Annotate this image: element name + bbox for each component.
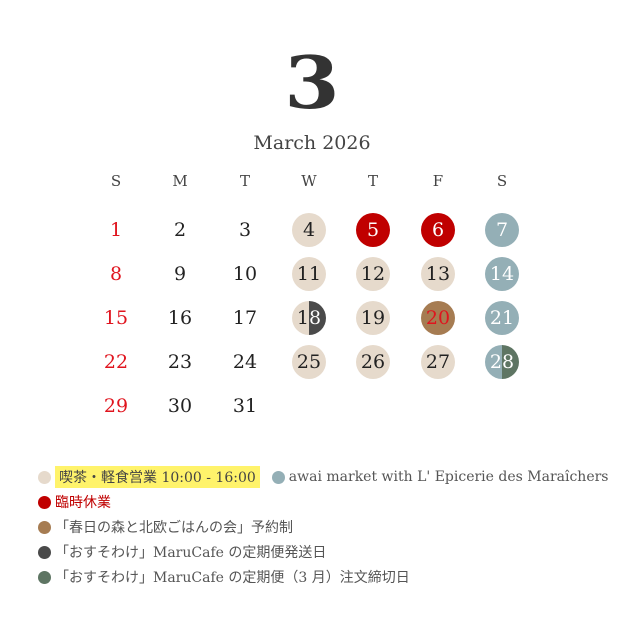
- day-number: 15: [103, 307, 129, 329]
- legend-closed: 臨時休業: [38, 492, 111, 512]
- day-number: 27: [425, 351, 451, 373]
- legend-dot-icon: [271, 470, 285, 484]
- legend-dot-icon: [38, 520, 51, 534]
- calendar-day: 19: [356, 301, 390, 335]
- day-number: 28: [489, 351, 515, 373]
- calendar-day: 14: [485, 257, 519, 291]
- day-number: 1: [109, 219, 123, 241]
- day-number: 26: [360, 351, 386, 373]
- legend-dot-icon: [38, 495, 51, 509]
- day-number: 10: [232, 263, 258, 285]
- day-number: 19: [360, 307, 386, 329]
- legend-dot-icon: [38, 570, 51, 584]
- calendar-day: 26: [356, 345, 390, 379]
- legend-label: 臨時休業: [55, 495, 111, 511]
- day-number: 17: [232, 307, 258, 329]
- calendar-day: 3: [228, 213, 262, 247]
- day-number: 11: [296, 263, 322, 285]
- legend-dot-icon: [38, 545, 51, 559]
- month-title: March 2026: [253, 132, 371, 154]
- day-number: 9: [173, 263, 187, 285]
- legend-label: 「おすそわけ」MaruCafe の定期便（3 月）注文締切日: [55, 570, 410, 586]
- calendar-day: 6: [421, 213, 455, 247]
- day-number: 31: [232, 395, 258, 417]
- legend-label: awai market with L' Epicerie des Maraîch…: [288, 469, 609, 485]
- day-number: 13: [425, 263, 451, 285]
- calendar-day: 4: [292, 213, 326, 247]
- calendar-day: 7: [485, 213, 519, 247]
- legend-label: 「おすそわけ」MaruCafe の定期便発送日: [55, 545, 327, 561]
- calendar-day: 1: [99, 213, 133, 247]
- day-number: 29: [103, 395, 129, 417]
- calendar-day: 17: [228, 301, 262, 335]
- day-number: 7: [495, 219, 509, 241]
- day-number: 22: [103, 351, 129, 373]
- calendar-day: 23: [163, 345, 197, 379]
- day-number: 20: [425, 307, 451, 329]
- day-number: 4: [302, 219, 316, 241]
- calendar-day: 18: [292, 301, 326, 335]
- calendar-day: 20: [421, 301, 455, 335]
- day-number: 25: [296, 351, 322, 373]
- day-number: 5: [366, 219, 380, 241]
- calendar-day: 21: [485, 301, 519, 335]
- calendar-day: 27: [421, 345, 455, 379]
- legend-label: 喫茶・軽食営業 10:00 - 16:00: [55, 466, 260, 488]
- calendar-day: 28: [485, 345, 519, 379]
- weekday-header: S: [110, 172, 122, 190]
- calendar-day: 8: [99, 257, 133, 291]
- weekday-header: W: [301, 172, 317, 190]
- weekday-header: T: [367, 172, 378, 190]
- calendar-day: 2: [163, 213, 197, 247]
- calendar-day: 10: [228, 257, 262, 291]
- day-number: 3: [238, 219, 252, 241]
- calendar-day: 13: [421, 257, 455, 291]
- calendar-day: 22: [99, 345, 133, 379]
- day-number: 16: [167, 307, 193, 329]
- calendar-day: 31: [228, 389, 262, 423]
- legend-deadline: 「おすそわけ」MaruCafe の定期便（3 月）注文締切日: [38, 567, 410, 587]
- calendar-day: 29: [99, 389, 133, 423]
- day-number: 24: [232, 351, 258, 373]
- weekday-header: F: [432, 172, 444, 190]
- day-number: 30: [167, 395, 193, 417]
- legend-cafe: 喫茶・軽食営業 10:00 - 16:00 awai market with L…: [38, 466, 609, 488]
- legend-label: 「春日の森と北欧ごはんの会」予約制: [55, 520, 293, 536]
- calendar-day: 11: [292, 257, 326, 291]
- weekday-header: M: [172, 172, 188, 190]
- day-number: 6: [431, 219, 445, 241]
- legend-shipping: 「おすそわけ」MaruCafe の定期便発送日: [38, 542, 326, 562]
- calendar-day: 30: [163, 389, 197, 423]
- day-number: 21: [489, 307, 515, 329]
- legend-dot-icon: [38, 470, 51, 484]
- calendar-day: 15: [99, 301, 133, 335]
- month-number-logo: 3: [284, 40, 340, 125]
- day-number: 23: [167, 351, 193, 373]
- calendar-day: 16: [163, 301, 197, 335]
- weekday-header: S: [496, 172, 508, 190]
- day-number: 14: [489, 263, 515, 285]
- calendar-day: 9: [163, 257, 197, 291]
- calendar-day: 25: [292, 345, 326, 379]
- calendar-day: 5: [356, 213, 390, 247]
- day-number: 12: [360, 263, 386, 285]
- weekday-header: T: [239, 172, 250, 190]
- legend-event: 「春日の森と北欧ごはんの会」予約制: [38, 517, 293, 537]
- calendar-day: 24: [228, 345, 262, 379]
- calendar-day: 12: [356, 257, 390, 291]
- day-number: 8: [109, 263, 123, 285]
- day-number: 18: [296, 307, 322, 329]
- day-number: 2: [173, 219, 187, 241]
